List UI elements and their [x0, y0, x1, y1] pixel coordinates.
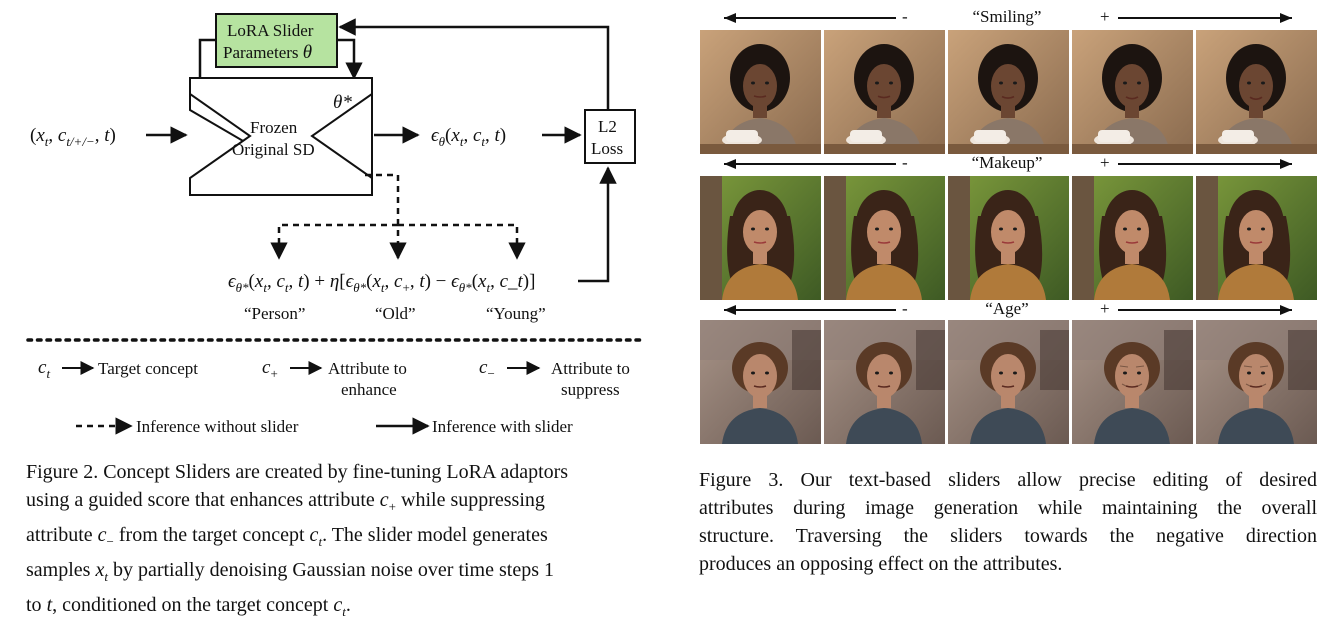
fig3-caption-line3: structure. Traversing the sliders toward…	[699, 525, 1317, 547]
legend-ct-symbol: ct	[38, 357, 50, 381]
row-label-smiling: “Smiling”	[972, 7, 1042, 26]
dashed-left	[270, 223, 398, 260]
fig2-caption-line2: using a guided score that enhances attri…	[26, 489, 545, 514]
figure-3-caption: Figure 3. Our text-based sliders allow p…	[699, 466, 1317, 578]
portrait-image	[1196, 320, 1317, 444]
legend-solid-text: Inference with slider	[432, 417, 573, 436]
image-row-makeup	[700, 176, 1317, 300]
fig2-caption-line4: samples xt by partially denoising Gaussi…	[26, 559, 554, 584]
fig2-caption-line5: to t, conditioned on the target concept …	[26, 594, 351, 619]
minus-label: -	[902, 299, 908, 318]
portrait-image	[824, 30, 945, 154]
slider-row-makeup-header: - “Makeup” +	[700, 153, 1315, 175]
slider-arrows	[724, 159, 1292, 169]
frozen-line2: Original SD	[232, 140, 315, 159]
portrait-image	[1072, 176, 1193, 300]
portrait-image	[948, 176, 1069, 300]
fig2-caption-line3: attribute c− from the target concept ct.…	[26, 524, 548, 549]
frozen-line1: Frozen	[250, 118, 298, 137]
plus-label: +	[1100, 299, 1110, 318]
figure-2-caption: Figure 2. Concept Sliders are created by…	[26, 458, 646, 626]
legend-cminus-text2: suppress	[561, 380, 620, 399]
image-row-smiling	[700, 30, 1317, 154]
portrait-image	[824, 320, 945, 444]
slider-row-age-header: - “Age” +	[700, 299, 1315, 321]
portrait-image	[700, 176, 821, 300]
legend-dashed-text: Inference without slider	[136, 417, 299, 436]
label-person: “Person”	[244, 304, 305, 323]
legend-cplus-text1: Attribute to	[328, 359, 407, 378]
fig2-caption-line1: Figure 2. Concept Sliders are created by…	[26, 461, 569, 483]
plus-label: +	[1100, 153, 1110, 172]
l2-loss-box	[584, 109, 636, 164]
figure-2-diagram: LoRA Slider Parameters θ θ* Frozen Origi…	[26, 13, 642, 436]
legend-cminus-text1: Attribute to	[551, 359, 630, 378]
label-old: “Old”	[375, 304, 416, 323]
guided-score-expression: ϵθ*(xt, ct, t) + η[ϵθ*(xt, c+, t) − ϵθ*(…	[228, 271, 535, 295]
slider-row-smiling-header: - “Smiling” +	[700, 7, 1315, 29]
fig3-caption-line2: attributes during image generation while…	[699, 497, 1317, 519]
legend-ct-text: Target concept	[98, 359, 198, 378]
portrait-image	[824, 176, 945, 300]
legend-cplus-text2: enhance	[341, 380, 397, 399]
dashed-from-sd	[365, 173, 407, 260]
portrait-image	[700, 320, 821, 444]
legend-cplus-symbol: c+	[262, 357, 278, 381]
lora-to-sd-right	[337, 38, 363, 80]
label-young: “Young”	[486, 304, 546, 323]
fig3-caption-line1: Figure 3. Our text-based sliders allow p…	[699, 469, 1317, 491]
lora-line2: Parameters	[223, 43, 299, 62]
row-label-makeup: “Makeup”	[971, 153, 1043, 172]
score-to-loss-arrow	[578, 166, 617, 283]
input-expression: (xt, ct/+/−, t)	[30, 125, 116, 149]
portrait-image	[1196, 30, 1317, 154]
l2-line2: Loss	[591, 139, 623, 158]
lora-theta: θ	[303, 42, 312, 63]
slider-arrows	[724, 305, 1292, 315]
portrait-image	[1072, 320, 1193, 444]
theta-star: θ*	[333, 92, 352, 113]
lora-to-sd-left	[198, 38, 216, 78]
minus-label: -	[902, 7, 908, 26]
plus-label: +	[1100, 7, 1110, 26]
portrait-image	[948, 30, 1069, 154]
fig3-caption-line4: produces an opposing effect on the attri…	[699, 553, 1063, 575]
portrait-image	[1196, 176, 1317, 300]
portrait-image	[1072, 30, 1193, 154]
output-expression: ϵθ(xt, ct, t)	[431, 125, 506, 149]
portrait-image	[700, 30, 821, 154]
row-label-age: “Age”	[985, 299, 1029, 318]
l2-line1: L2	[598, 117, 617, 136]
lora-line2-group: Parameters θ	[223, 42, 312, 63]
legend-cminus-symbol: c−	[479, 357, 495, 381]
loss-feedback-arrow	[338, 18, 610, 110]
slider-arrows	[724, 13, 1292, 23]
portrait-image	[948, 320, 1069, 444]
image-row-age	[700, 320, 1317, 444]
lora-line1: LoRA Slider	[227, 21, 314, 40]
dashed-right	[398, 223, 526, 260]
minus-label: -	[902, 153, 908, 172]
